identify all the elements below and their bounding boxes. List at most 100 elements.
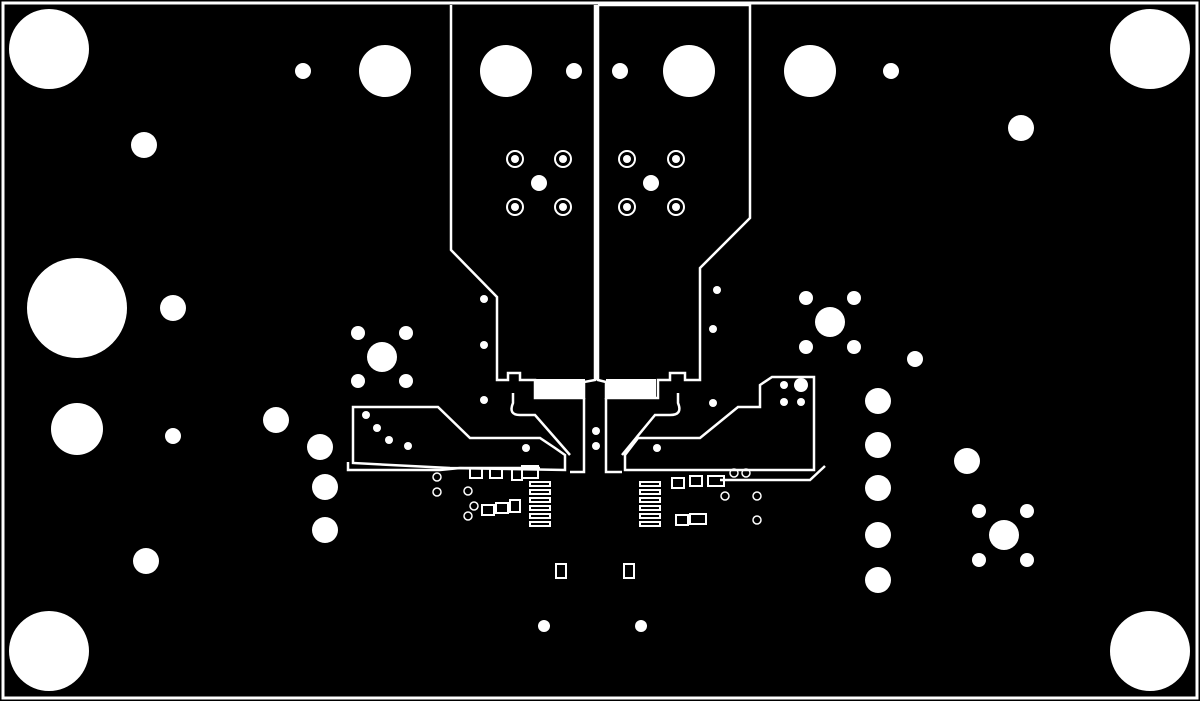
via-hole xyxy=(784,45,836,97)
thermal-via xyxy=(623,155,631,163)
smd-pad xyxy=(707,475,725,487)
via-hole xyxy=(295,63,311,79)
via xyxy=(794,378,808,392)
via-hole xyxy=(989,520,1019,550)
via-ring xyxy=(463,511,473,521)
via xyxy=(847,291,861,305)
via xyxy=(799,291,813,305)
via xyxy=(780,381,788,389)
via-hole xyxy=(865,522,891,548)
via-hole xyxy=(635,620,647,632)
via-ring xyxy=(720,491,730,501)
via-hole xyxy=(612,63,628,79)
smd-pad xyxy=(489,467,503,479)
center-trace-left xyxy=(570,398,586,474)
via-hole xyxy=(865,567,891,593)
right-main-pad xyxy=(606,379,656,398)
ic-pin-left xyxy=(529,489,551,495)
via-ring xyxy=(729,468,739,478)
via xyxy=(480,396,488,404)
via-hole xyxy=(307,434,333,460)
thermal-via xyxy=(672,203,680,211)
mounting-hole xyxy=(1110,9,1190,89)
ic-pin-right xyxy=(639,513,661,519)
lower-left-pour-outline xyxy=(351,405,567,472)
via-ring xyxy=(752,491,762,501)
smd-pad xyxy=(509,499,521,513)
via-hole xyxy=(531,175,547,191)
via-hole xyxy=(954,448,980,474)
ic-pin-left xyxy=(529,513,551,519)
via xyxy=(780,398,788,406)
via xyxy=(404,442,412,450)
ic-pin-left xyxy=(529,521,551,527)
thermal-via-ring xyxy=(554,150,572,168)
center-trace-right xyxy=(604,398,622,474)
mounting-hole xyxy=(9,9,89,89)
thermal-via-ring xyxy=(554,198,572,216)
test-pad-right xyxy=(623,563,635,579)
smd-pad xyxy=(689,475,703,487)
smd-pad xyxy=(671,477,685,489)
mounting-hole xyxy=(27,258,127,358)
mounting-hole xyxy=(1110,611,1190,691)
via-hole xyxy=(538,620,550,632)
via-hole xyxy=(663,45,715,97)
thermal-via-ring xyxy=(618,150,636,168)
via-hole xyxy=(865,475,891,501)
via xyxy=(713,286,721,294)
via-hole xyxy=(367,342,397,372)
via-hole xyxy=(643,175,659,191)
via-hole xyxy=(566,63,582,79)
mounting-holes-and-vias xyxy=(9,9,1190,691)
via xyxy=(799,340,813,354)
via-hole xyxy=(312,517,338,543)
via xyxy=(709,325,717,333)
thermal-via-ring xyxy=(506,150,524,168)
via xyxy=(1020,504,1034,518)
thermal-via xyxy=(559,203,567,211)
ic-pin-right xyxy=(639,521,661,527)
via-hole xyxy=(1008,115,1034,141)
pour-divider xyxy=(594,5,598,380)
thermal-via-ring xyxy=(667,198,685,216)
via xyxy=(1020,553,1034,567)
ic-pin-left xyxy=(529,505,551,511)
via xyxy=(373,424,381,432)
via xyxy=(399,374,413,388)
via-hole xyxy=(165,428,181,444)
via-hole xyxy=(883,63,899,79)
via xyxy=(480,295,488,303)
via-hole xyxy=(907,351,923,367)
via-hole xyxy=(312,474,338,500)
left-pad-loop xyxy=(510,393,571,456)
smd-pad xyxy=(675,514,689,526)
via xyxy=(480,341,488,349)
smd-components xyxy=(469,465,725,579)
smd-pad xyxy=(469,467,483,479)
via xyxy=(847,340,861,354)
thermal-via-ring xyxy=(667,150,685,168)
thermal-via-ring xyxy=(618,198,636,216)
thermal-via xyxy=(672,155,680,163)
via xyxy=(709,399,717,407)
via xyxy=(362,411,370,419)
via-hole xyxy=(131,132,157,158)
right-pad-loop xyxy=(621,393,681,456)
via xyxy=(522,444,530,452)
via-hole xyxy=(51,403,103,455)
via-ring xyxy=(432,472,442,482)
ic-pin-left xyxy=(529,497,551,503)
thermal-via xyxy=(511,155,519,163)
via xyxy=(797,398,805,406)
via-ring xyxy=(752,515,762,525)
via xyxy=(351,374,365,388)
via-hole xyxy=(865,388,891,414)
thermal-via xyxy=(559,155,567,163)
thermal-via xyxy=(511,203,519,211)
via xyxy=(653,444,661,452)
ic-pin-right xyxy=(639,489,661,495)
